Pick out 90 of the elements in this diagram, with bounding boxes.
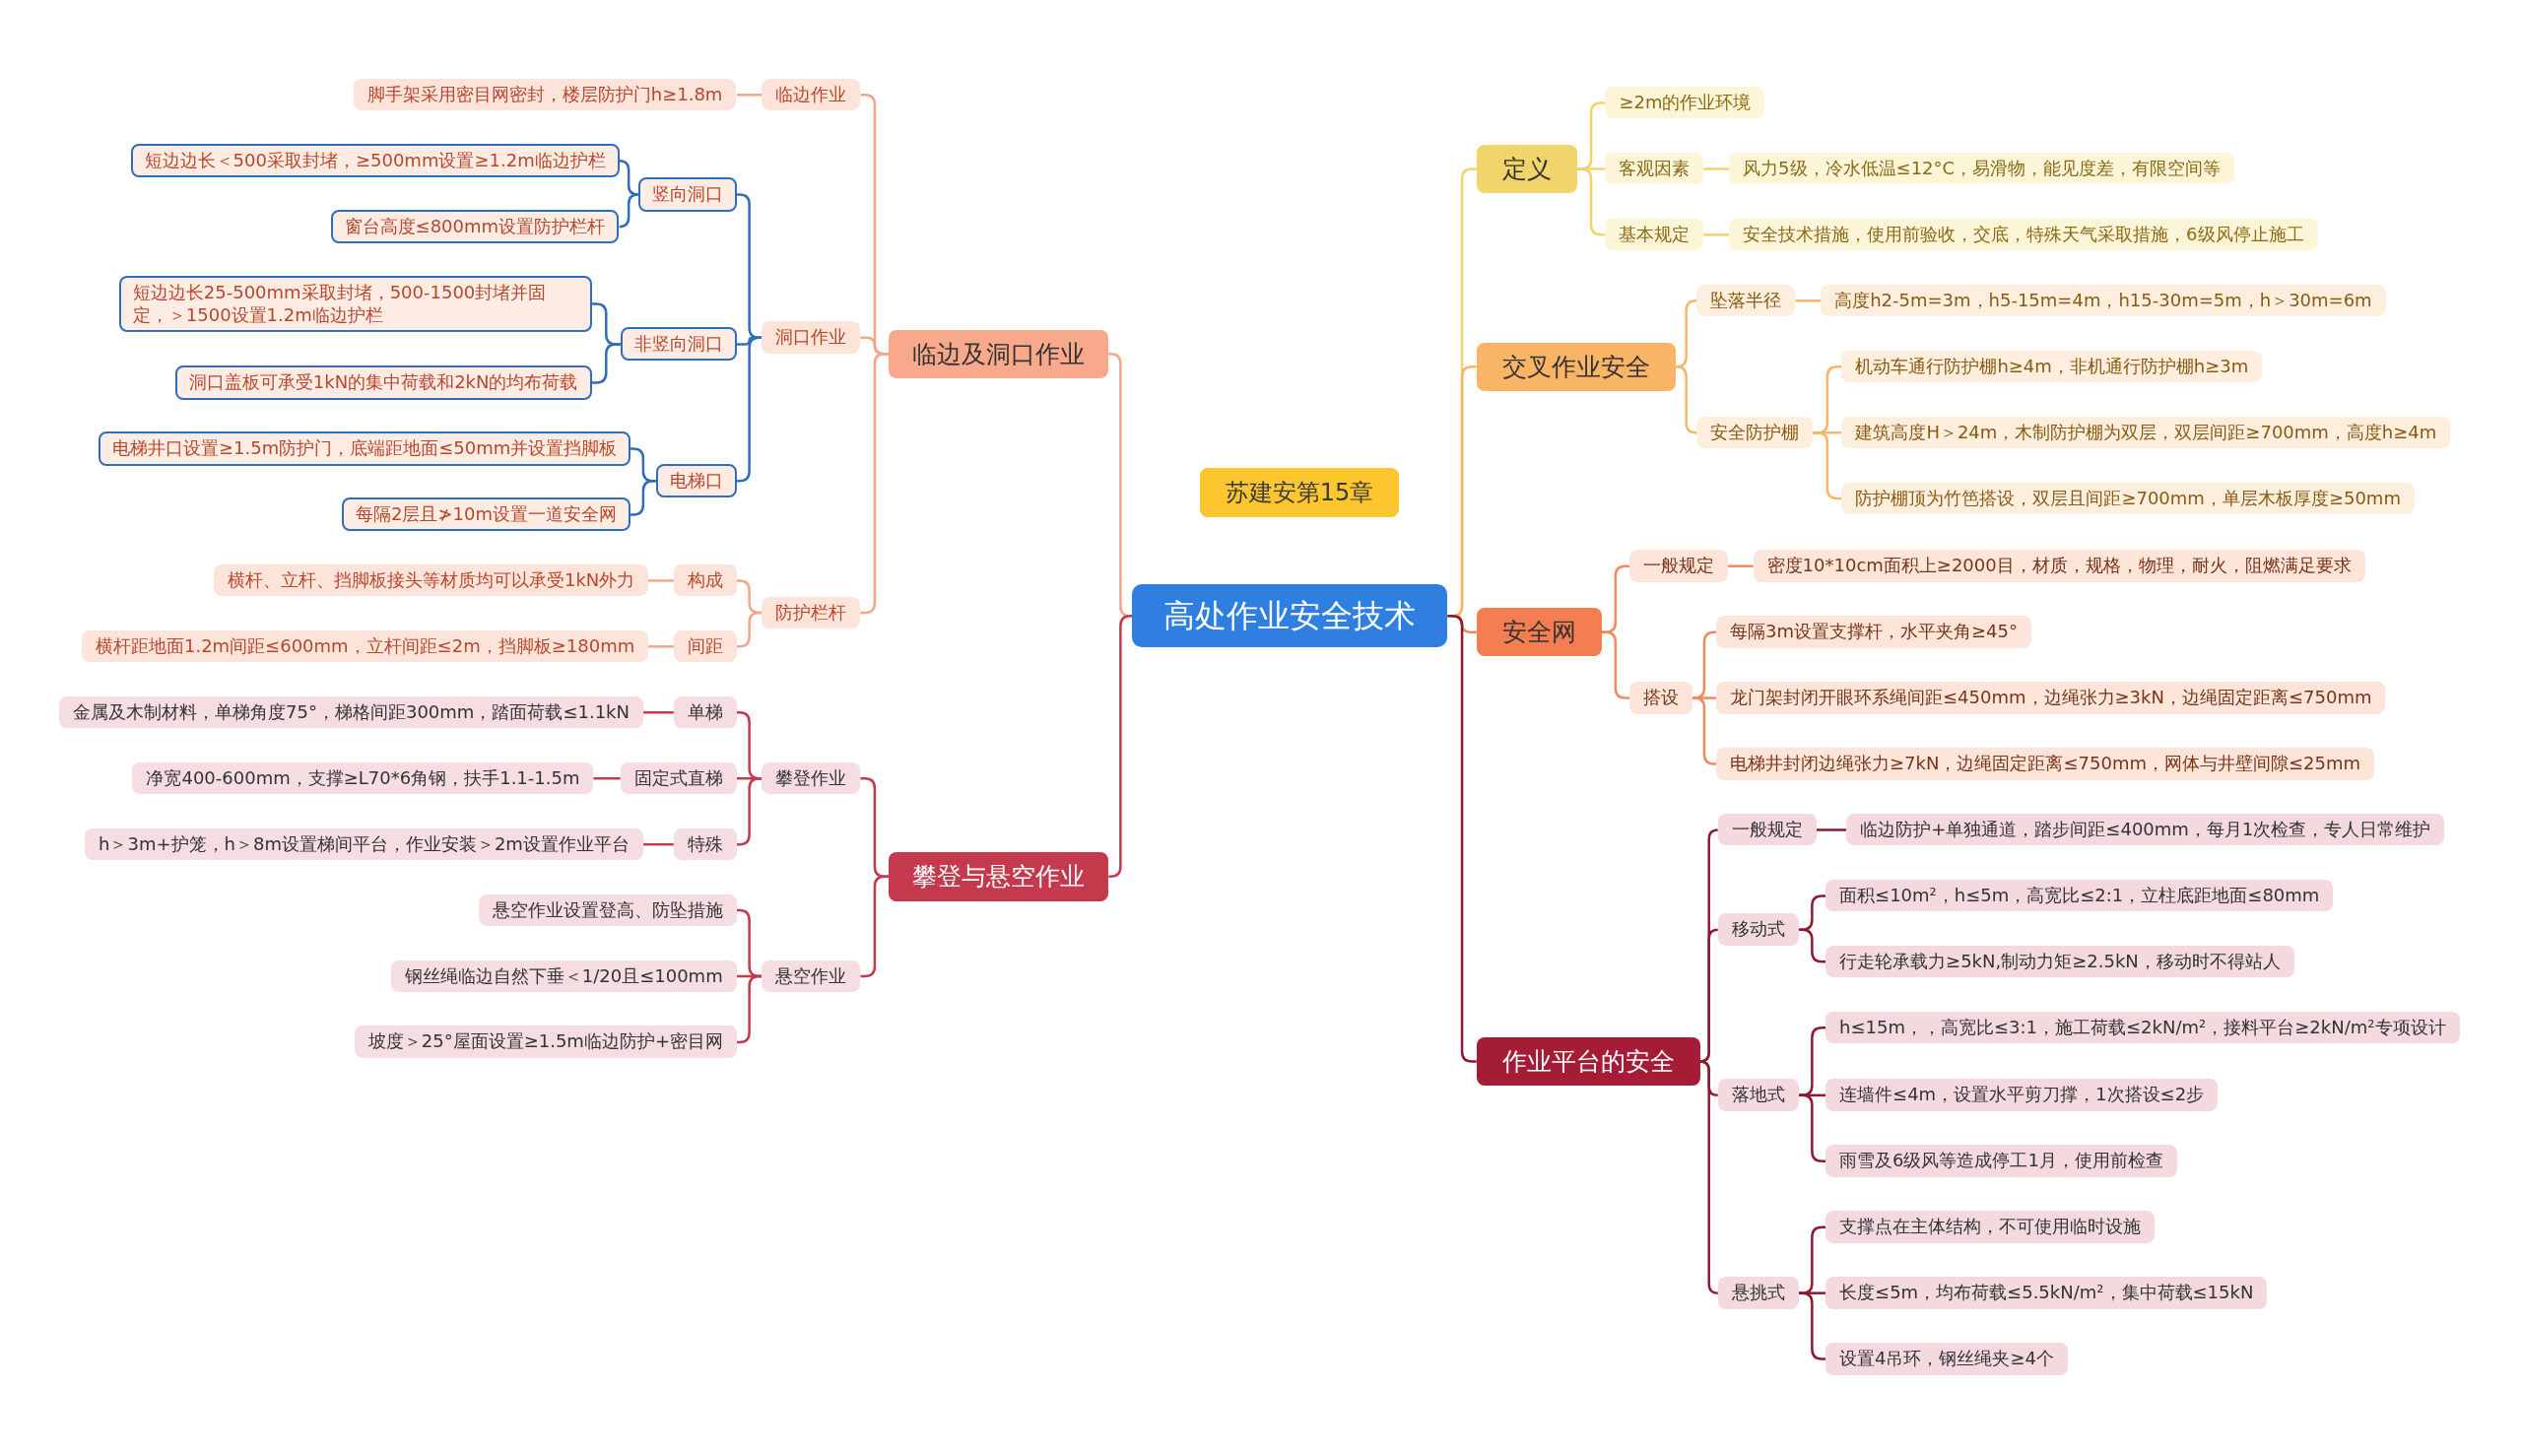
topic-box: h＞3m+护笼，h＞8m设置梯间平台，作业安装＞2m设置作业平台 [85,827,643,861]
topic-box: 悬空作业 [762,960,861,992]
connector-line [1692,696,1717,765]
topic-box: 临边防护+单独通道，踏步间距≤400mm，每月1次检查，专人日常维护 [1846,813,2445,846]
connector-line [618,193,639,229]
topic-box: 钢丝绳临边自然下垂＜1/20且≤100mm [390,960,737,992]
connector-line [1108,615,1133,879]
topic-box: 洞口作业 [762,321,861,354]
connector-line [736,776,763,846]
topic-box: 面积≤10m²，h≤5m，高宽比≤2:1，立柱底距地面≤80mm [1825,879,2334,912]
branch-box: 定义 [1476,144,1577,194]
connector-line [647,645,674,648]
topic-box: 每隔3m设置支撑杆，水平夹角≥45° [1716,616,2031,648]
branch-box: 临边及洞口作业 [889,329,1109,378]
connector-line [593,776,621,780]
topic-box: 高度h2-5m=3m，h5-15m=4m，h15-30m=5m，h＞30m=6m [1821,284,2386,317]
tag-box: 苏建安第15章 [1199,467,1400,517]
connector-line [1727,564,1754,567]
topic-box: 窗台高度≤800mm设置防护栏杆 [330,209,620,244]
topic-box: 一般规定 [1628,550,1728,582]
connector-line [1703,233,1730,236]
topic-box: 行走轮承载力≥5kN,制动力矩≥2.5kN，移动时不得站人 [1825,945,2294,978]
topic-box: 搭设 [1628,682,1692,714]
topic-box: 基本规定 [1605,218,1704,251]
connector-line [736,94,763,97]
connector-line [1795,299,1822,302]
topic-box: 雨雪及6级风等造成停工1月，使用前检查 [1825,1145,2177,1177]
topic-box: 落地式 [1717,1079,1799,1111]
topic-box: 建筑高度H＞24m，木制防护棚为双层，双层间距≥700mm，高度h≥4m [1841,416,2451,449]
topic-box: 短边边长＜500采取封堵，≥500mm设置≥1.2m临边护栏 [130,143,620,178]
topic-box: 竖向洞口 [637,177,737,212]
connector-line [630,479,656,516]
topic-box: 移动式 [1717,913,1799,946]
topic-box: h≤15m，，高宽比≤3:1，施工荷载≤2kN/m²，接料平台≥2kN/m²专项设计 [1825,1011,2460,1044]
connector-line [1798,928,1826,963]
topic-box: 连墙件≤4m，设置水平剪刀撑，1次搭设≤2步 [1825,1079,2219,1111]
connector-line [736,611,763,648]
topic-box: 机动车通行防护棚h≥4m，非机通行防护棚h≥3m [1841,350,2263,383]
topic-box: 悬挑式 [1717,1277,1799,1309]
topic-box: 脚手架采用密目网密封，楼层防护门h≥1.8m [353,78,737,111]
topic-box: 安全防护棚 [1696,416,1814,449]
topic-box: 横杆、立杆、挡脚板接头等材质均可以承受1kN外力 [213,563,649,597]
connector-line [591,343,621,384]
branch-box: 作业平台的安全 [1476,1037,1700,1087]
topic-box: 短边边长25-500mm采取封堵，500-1500封堵并固定，＞1500设置1.2m临边护栏 [118,276,592,333]
topic-box: 支撑点在主体结构，不可使用临时设施 [1825,1211,2156,1243]
topic-box: 防护栏杆 [762,596,861,629]
connector-line [647,579,674,582]
branch-box: 攀登与悬空作业 [889,852,1109,901]
connector-line [736,974,763,1044]
branch-box: 安全网 [1476,608,1602,657]
topic-box: 一般规定 [1717,813,1817,846]
topic-box: 长度≤5m，均布荷载≤5.5kN/m²，集中荷载≤15kN [1825,1277,2268,1309]
branch-box: 交叉作业安全 [1476,342,1676,391]
connector-line [1813,430,1842,500]
topic-box: 安全技术措施，使用前验收，交底，特殊天气采取措施，6级风停止施工 [1729,218,2318,251]
topic-box: 固定式直梯 [620,761,737,795]
connector-line [736,336,763,483]
connector-line [643,711,674,714]
connector-line [1703,167,1730,170]
topic-box: 攀登作业 [762,761,861,795]
topic-box: 非竖向洞口 [620,326,737,362]
topic-box: 洞口盖板可承受1kN的集中荷载和2kN的均布荷载 [174,365,592,400]
connector-line [860,352,890,615]
topic-box: 特殊 [673,827,737,861]
connector-line [1816,828,1847,831]
topic-box: 电梯口 [655,463,737,498]
topic-box: 每隔2层且≯10m设置一道安全网 [342,496,630,532]
topic-box: 设置4吊环，钢丝绳夹≥4个 [1825,1343,2069,1375]
topic-box: 客观因素 [1605,152,1704,185]
topic-box: 密度10*10cm面积上≥2000目，材质，规格，物理，耐火，阻燃满足要求 [1753,550,2365,582]
central-topic-box: 高处作业安全技术 [1132,584,1448,648]
topic-box: 坠落半径 [1696,284,1796,317]
topic-box: 构成 [673,563,737,597]
topic-box: 防护棚顶为竹笆搭设，双层且间距≥700mm，单层木板厚度≥50mm [1841,482,2415,515]
topic-box: 悬空作业设置登高、防坠措施 [478,893,737,927]
topic-box: 风力5级，冷水低温≤12°C，易滑物，能见度差，有限空间等 [1729,152,2235,185]
connector-line [643,842,674,846]
topic-box: 净宽400-600mm，支撑≥L70*6角钢，扶手1.1-1.5m [132,761,594,795]
topic-box: 电梯井封闭边绳张力≥7kN，边绳固定距离≤750mm，网体与井壁间隙≤25mm [1716,748,2374,780]
connector-line [1675,365,1697,434]
topic-box: 临边作业 [762,78,861,111]
topic-box: 金属及木制材料，单梯角度75°，梯格间距300mm，踏面荷载≤1.1kN [59,695,643,729]
topic-box: 坡度＞25°屋面设置≥1.5m临边防护+密目网 [354,1026,737,1058]
topic-box: 单梯 [673,695,737,729]
topic-box: 电梯井口设置≥1.5m防护门，底端距地面≤50mm并设置挡脚板 [99,431,631,466]
topic-box: 龙门架封闭开眼环系绳间距≤450mm，边绳张力≥3kN，边绳固定距离≤750mm [1716,682,2386,714]
topic-box: 横杆距地面1.2m间距≤600mm，立杆间距≤2m，挡脚板≥180mm [81,629,649,663]
topic-box: ≥2m的作业环境 [1605,87,1765,119]
topic-box: 间距 [673,629,737,663]
